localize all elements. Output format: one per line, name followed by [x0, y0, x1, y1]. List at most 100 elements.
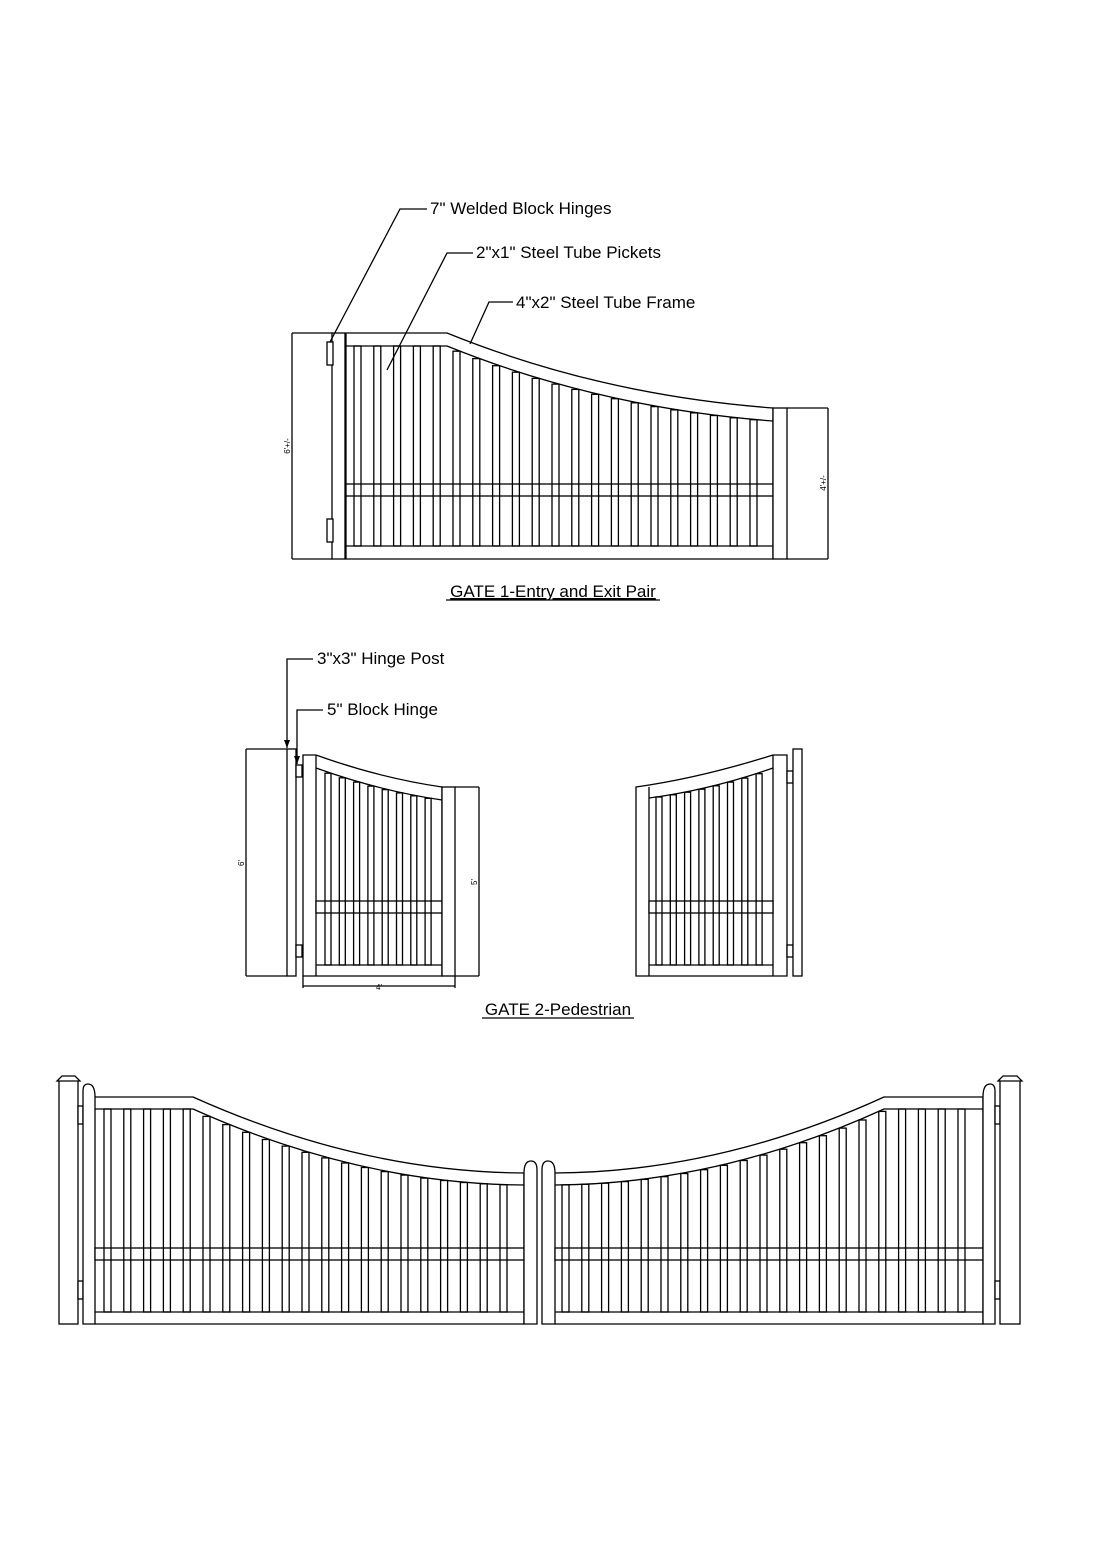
picket	[680, 1172, 689, 1313]
picket	[858, 1119, 867, 1313]
gate1-frame-outline	[345, 332, 774, 560]
picket	[479, 1183, 488, 1313]
gate2-dim-width	[302, 976, 456, 988]
picket	[689, 412, 699, 547]
picket	[749, 419, 758, 547]
picket	[511, 371, 521, 547]
gate2-block-hinge-left-bottom	[295, 944, 303, 958]
picket	[669, 794, 677, 966]
picket	[818, 1135, 828, 1313]
left-hinge-bottom	[77, 1280, 84, 1300]
picket	[261, 1138, 271, 1313]
right-leaf-hinge-stile	[982, 1083, 996, 1325]
gate2-left-latch-stile	[441, 786, 456, 977]
picket	[600, 1182, 610, 1313]
gate1-leader-frame	[469, 301, 513, 345]
picket	[324, 772, 332, 966]
right-leaf-latch-stile	[541, 1160, 556, 1325]
picket	[424, 797, 432, 966]
picket	[439, 1179, 449, 1313]
picket	[367, 785, 375, 966]
picket	[353, 345, 362, 547]
gate1-dim-left-label: 6'+/-	[283, 438, 292, 454]
gate1-hinge-post	[331, 332, 346, 560]
picket	[142, 1108, 152, 1313]
gate2-right-pickets	[655, 773, 763, 966]
picket	[741, 777, 749, 966]
gate2-leader-arrow-2	[294, 756, 300, 764]
picket	[182, 1108, 191, 1313]
gate2-callout-hinge-post: 3"x3" Hinge Post	[317, 649, 445, 668]
picket	[531, 377, 540, 547]
gate2-title: GATE 2-Pedestrian	[485, 1000, 631, 1019]
picket	[459, 1181, 469, 1313]
gate2-block-hinge-right-top	[786, 770, 794, 784]
picket	[360, 1166, 370, 1313]
picket	[620, 1180, 630, 1313]
picket	[712, 785, 720, 966]
gate2-left-pickets	[324, 772, 432, 966]
picket	[655, 796, 663, 966]
right-post	[999, 1079, 1021, 1325]
right-leaf-pickets	[561, 1108, 966, 1313]
gate2-leader-hinge-post	[286, 658, 313, 748]
gate1-title: GATE 1-Entry and Exit Pair	[450, 582, 656, 601]
picket	[395, 792, 404, 966]
picket	[420, 1177, 429, 1313]
picket	[352, 781, 361, 966]
picket	[452, 350, 461, 547]
picket	[590, 393, 600, 547]
gate2-dim-right-label: 5'	[470, 879, 479, 885]
right-leaf-frame-outline	[554, 1096, 984, 1325]
gate1-callout-hinges: 7" Welded Block Hinges	[430, 199, 611, 218]
picket	[340, 1162, 350, 1313]
picket	[798, 1142, 808, 1313]
picket	[162, 1108, 172, 1313]
picket	[472, 357, 481, 547]
picket	[410, 795, 418, 966]
picket	[709, 414, 719, 547]
gate2-elevation: 6' 5' 4' 3"x3" Hinge Post 5" Block Hinge…	[237, 649, 803, 1019]
gate2-dim-left-label: 6'	[237, 860, 246, 866]
left-leaf-hinge-stile	[82, 1083, 96, 1325]
gate1-latch-post	[772, 407, 788, 560]
gate2-callout-block-hinge: 5" Block Hinge	[327, 700, 438, 719]
gate1-dim-right	[787, 407, 829, 560]
picket	[630, 402, 639, 547]
picket	[381, 788, 389, 966]
gate2-block-hinge-right-bottom	[786, 944, 794, 958]
picket	[897, 1108, 907, 1313]
picket	[755, 773, 763, 966]
gate2-hinge-post-left	[286, 748, 297, 977]
picket	[103, 1108, 112, 1313]
picket	[729, 417, 738, 547]
gate2-right-frame-outline	[635, 754, 788, 977]
picket	[779, 1148, 788, 1313]
picket	[321, 1157, 330, 1313]
left-leaf-latch-stile	[523, 1160, 538, 1325]
gate1-block-hinge-bottom	[326, 518, 334, 543]
left-leaf-frame-outline	[95, 1096, 525, 1325]
picket	[499, 1184, 508, 1313]
picket	[660, 1176, 669, 1313]
right-hinge-bottom	[994, 1280, 1001, 1300]
picket	[759, 1154, 768, 1313]
picket	[202, 1115, 211, 1313]
gate2-block-hinge-left-top	[295, 764, 303, 778]
gate1-leader-pickets	[386, 252, 473, 371]
left-post-cap	[55, 1075, 82, 1082]
gate1-leader-hinges	[329, 208, 427, 343]
gate1-dim-right-label: 4'+/-	[819, 475, 828, 491]
picket	[719, 1164, 729, 1313]
picket	[726, 781, 735, 966]
gate2-left-middle-rail	[315, 900, 443, 914]
gate2-leader-arrow-1	[284, 740, 290, 748]
gate2-hinge-post-right	[792, 748, 803, 977]
gate2-leader-block-hinge	[296, 709, 323, 764]
picket	[432, 345, 441, 547]
picket	[878, 1110, 887, 1313]
picket	[937, 1108, 946, 1313]
picket	[338, 777, 346, 966]
double-gate-elevation	[55, 1075, 1024, 1325]
gate1-callout-frame: 4"x2" Steel Tube Frame	[516, 293, 695, 312]
